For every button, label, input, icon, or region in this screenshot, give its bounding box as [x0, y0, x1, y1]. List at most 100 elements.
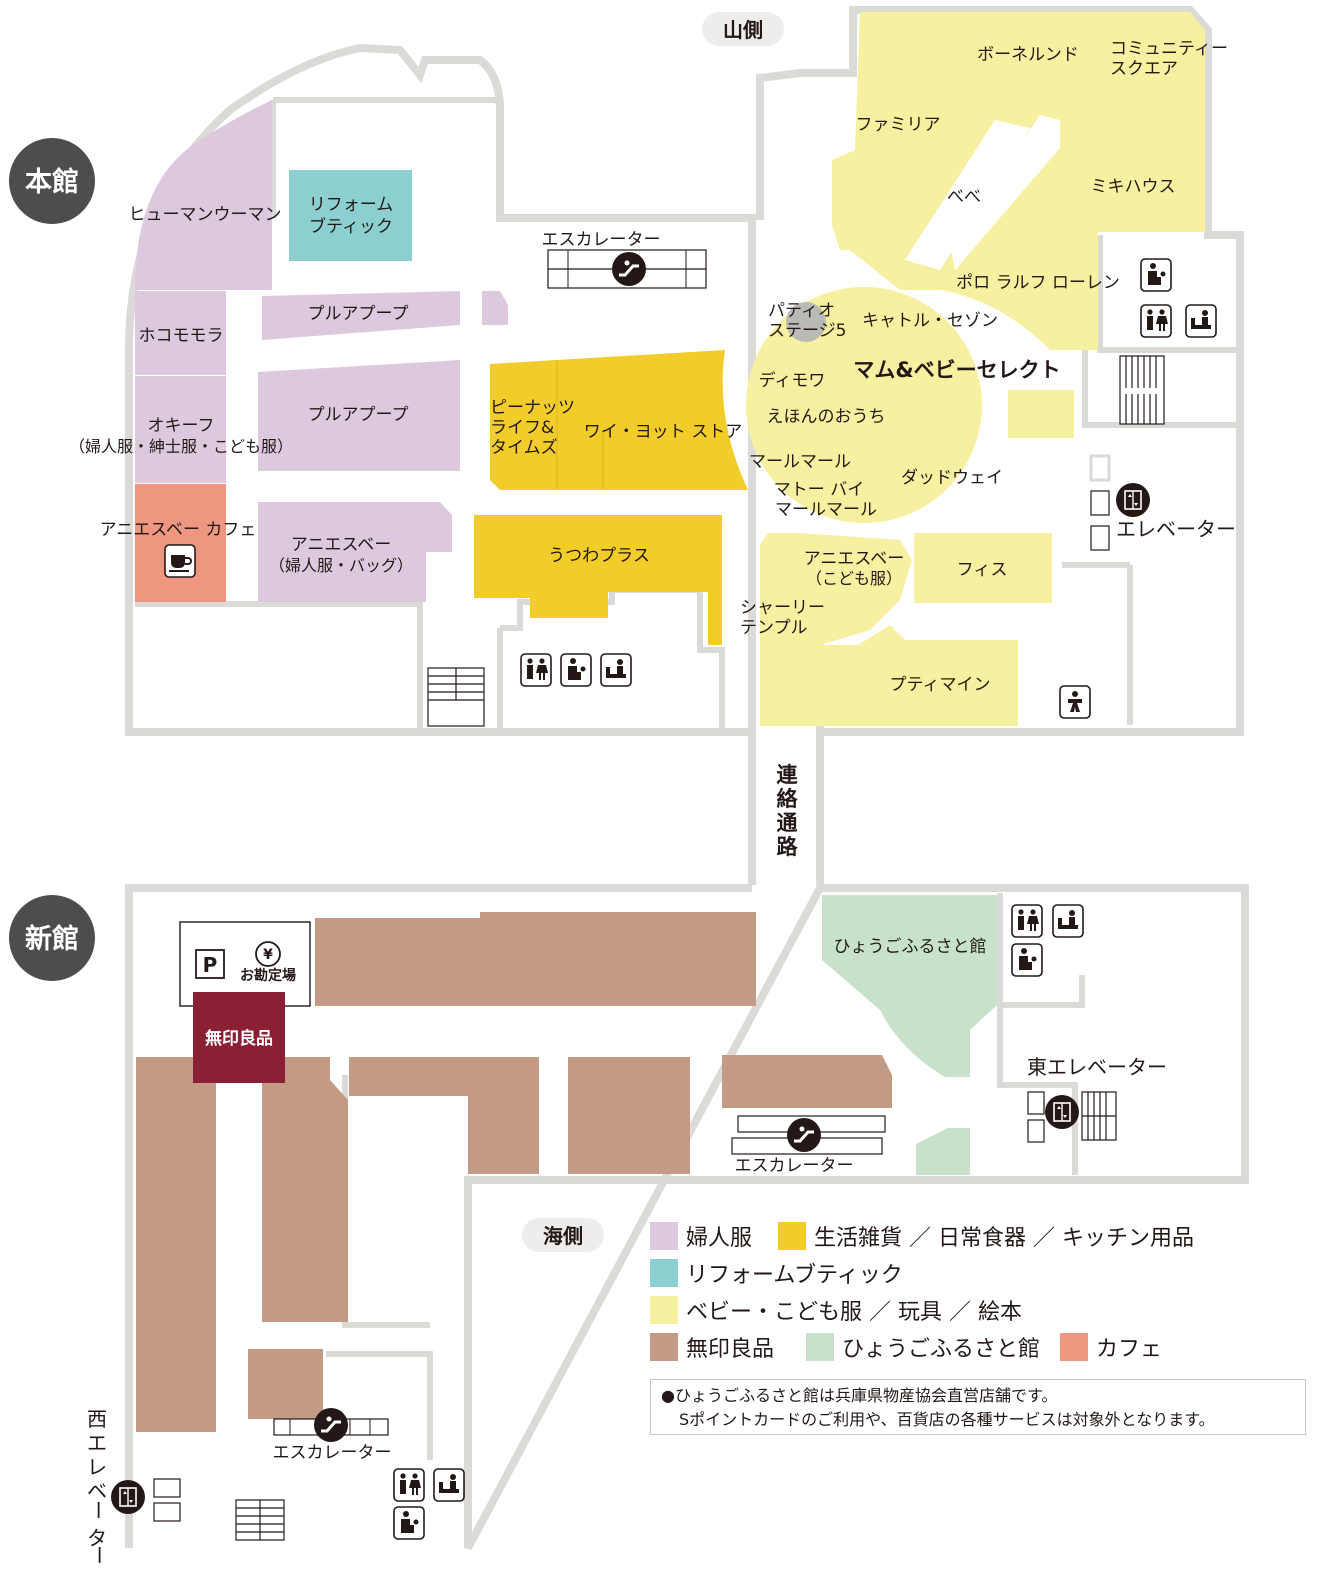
nursing-room-icon[interactable]: [560, 653, 592, 687]
shop-utsuwa-plus[interactable]: [474, 515, 722, 645]
label-porneland: ボーネルンド: [977, 45, 1079, 65]
label-ehon: えほんのおうち: [767, 407, 886, 427]
restroom-icon[interactable]: [1140, 304, 1172, 338]
shop-pull-a-poop-1[interactable]: [262, 291, 460, 340]
svg-text:本館: 本館: [25, 166, 79, 198]
muji-logo[interactable]: [193, 992, 285, 1083]
svg-text:タ: タ: [87, 1526, 107, 1550]
legend-item-womens: 婦人服: [650, 1222, 752, 1251]
baby-changing-icon[interactable]: [1185, 304, 1217, 338]
shop-reform[interactable]: [289, 170, 412, 261]
shop-pull-a-poop-2[interactable]: [258, 360, 460, 471]
nursing-room-icon[interactable]: [1011, 943, 1043, 977]
svg-text:ー: ー: [87, 1545, 111, 1565]
label-agnesb: アニエスベー: [291, 535, 391, 555]
shop-agnesb[interactable]: [258, 502, 452, 602]
label-agnesb-kids-sub: （こども服）: [806, 569, 902, 588]
notice-line-2: Sポイントカードのご利用や、百貨店の各種サービスは対象外となります。: [679, 1410, 1215, 1429]
restroom-icon[interactable]: [393, 1468, 425, 1502]
baby-changing-icon[interactable]: [433, 1468, 465, 1502]
label-okiiif-sub: （婦人服・紳士服・こども服）: [69, 437, 293, 456]
svg-text:レ: レ: [87, 1455, 107, 1479]
label-marle-2a: マトー バイ: [774, 480, 864, 500]
legend-item-household: 生活雑貨 ／ 日常食器 ／ キッチン用品: [778, 1222, 1194, 1251]
elevator-icon[interactable]: [1115, 482, 1151, 518]
muji-area-6[interactable]: [722, 1055, 892, 1108]
svg-text:連: 連: [777, 763, 799, 787]
legend-swatch: [650, 1296, 678, 1324]
label-agnesb-kids: アニエスベー: [804, 549, 904, 569]
label-human-woman: ヒューマンウーマン: [129, 205, 282, 225]
restroom-icon[interactable]: [1011, 904, 1043, 938]
muji-area-3[interactable]: [262, 1057, 348, 1322]
shop-peanuts[interactable]: [490, 350, 748, 490]
stairs-main-2: [1119, 355, 1165, 425]
label-familiar: ファミリア: [856, 115, 941, 135]
stairs-main-1: [427, 667, 485, 727]
legend-item-reform: リフォームブティック: [650, 1259, 903, 1288]
baby-changing-icon[interactable]: [1052, 904, 1084, 938]
shop-labels: ヒューマンウーマン リフォーム ブティック ホコモモラ プルアプープ プルアプー…: [69, 39, 1228, 1049]
kids-restroom-icon[interactable]: [1059, 685, 1091, 719]
elevator-icon[interactable]: [1044, 1094, 1080, 1130]
notice-line-1: ●ひょうごふるさと館は兵庫県物産協会直営店舗です。: [661, 1386, 1058, 1405]
nursing-room-icon[interactable]: [1140, 258, 1172, 292]
elevator-icon[interactable]: [110, 1479, 146, 1515]
shop-cafe[interactable]: [135, 484, 226, 602]
label-agnesb-sub: （婦人服・バッグ）: [269, 556, 413, 575]
patio-stage: [786, 302, 826, 342]
label-west-elevator: 西 エ レ ベ ー タ ー: [86, 1407, 111, 1565]
muji-area-1[interactable]: [315, 918, 756, 1006]
label-patio-2: ステージ5: [768, 321, 846, 341]
restroom-icon[interactable]: [520, 653, 552, 687]
label-dadway: ダッドウェイ: [901, 468, 1003, 488]
muji-area-4[interactable]: [349, 1057, 539, 1096]
legend-swatch: [650, 1333, 678, 1361]
label-community-2: スクエア: [1110, 59, 1178, 79]
muji-area-5[interactable]: [568, 1057, 690, 1174]
svg-text:絡: 絡: [777, 787, 799, 811]
cafe-icon: [164, 544, 196, 578]
svg-text:路: 路: [777, 835, 799, 859]
svg-text:エ: エ: [87, 1431, 107, 1455]
label-utsuwa-plus: うつわプラス: [548, 546, 650, 566]
label-dimoa: ディモワ: [759, 370, 826, 391]
label-hokomomora: ホコモモラ: [139, 326, 224, 346]
muji-area-2[interactable]: [136, 1057, 216, 1432]
label-elevator-main: エレベーター: [1116, 517, 1236, 541]
badge-new-building: 新館: [9, 895, 95, 981]
parking-icon: P: [203, 953, 218, 977]
baby-changing-icon[interactable]: [600, 653, 632, 687]
escalator-icon: [610, 250, 648, 288]
shop-fith[interactable]: [914, 533, 1052, 603]
label-patio-1: パティオ: [768, 301, 835, 321]
main-building: [125, 6, 1244, 736]
label-sea-side: 海側: [522, 1218, 604, 1252]
new-building: [110, 884, 1249, 1550]
label-pull-a-poop-1: プルアプープ: [308, 304, 409, 324]
nursing-room-icon[interactable]: [393, 1506, 425, 1540]
label-agnesb-cafe: アニエスベー カフェ: [100, 520, 257, 540]
shop-okiiif[interactable]: [135, 376, 226, 483]
shop-petit-main[interactable]: [820, 625, 1018, 726]
stairs-west: [235, 1499, 285, 1541]
label-shirley-1: シャーリー: [740, 598, 825, 618]
notice-box: ●ひょうごふるさと館は兵庫県物産協会直営店舗です。 Sポイントカードのご利用や、…: [650, 1379, 1306, 1435]
shop-agnesb-kids[interactable]: [760, 533, 912, 726]
legend-item-hyogo: ひょうごふるさと館: [806, 1333, 1040, 1362]
area-mam-baby[interactable]: [746, 287, 982, 523]
label-catimini: キャトル・セゾン: [862, 311, 998, 331]
legend-item-muji: 無印良品: [650, 1333, 774, 1362]
legend-swatch: [650, 1259, 678, 1287]
shop-hokomomora[interactable]: [135, 291, 226, 375]
legend-item-kids: ベビー・こども服 ／ 玩具 ／ 絵本: [650, 1296, 1022, 1325]
shop-human-woman[interactable]: [135, 100, 272, 290]
escalator-icon: [312, 1406, 350, 1444]
label-peanuts-1: ピーナッツ: [490, 398, 575, 418]
label-escalator-top: エスカレーター: [542, 230, 661, 250]
svg-text:西: 西: [87, 1407, 107, 1431]
badge-main-building: 本館: [9, 138, 95, 224]
label-why-yacht: ワイ・ヨット ストア: [584, 422, 742, 442]
shop-hyogo[interactable]: [822, 895, 997, 1077]
